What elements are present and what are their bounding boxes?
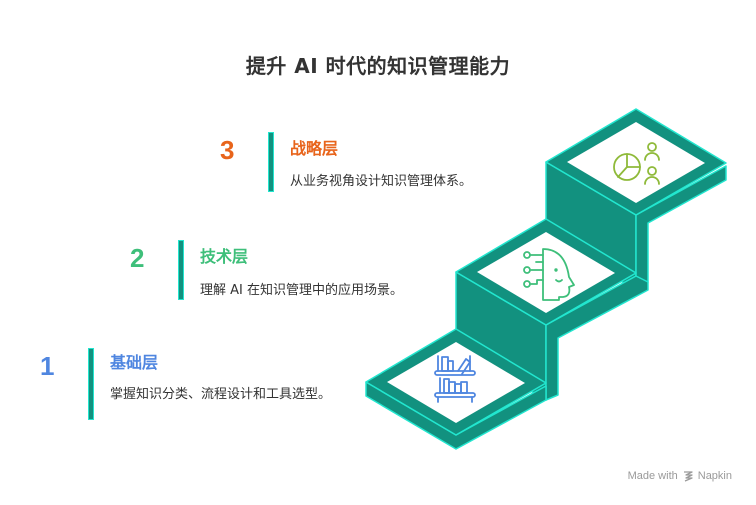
level-description: 掌握知识分类、流程设计和工具选型。 [110, 387, 332, 402]
level-name: 战略层 [290, 139, 339, 158]
napkin-logo-icon [683, 471, 693, 482]
made-with-napkin-badge[interactable]: Made with Napkin [628, 470, 732, 482]
ai-head-circuit-icon [523, 248, 575, 301]
level-description: 从业务视角设计知识管理体系。 [290, 174, 473, 189]
made-with-label: Made with [627, 470, 678, 482]
bookshelf-icon [434, 355, 476, 403]
page-title: 提升 AI 时代的知识管理能力 [245, 54, 511, 78]
level-description: 理解 AI 在知识管理中的应用场景。 [200, 283, 403, 298]
level-divider [88, 348, 94, 420]
level-name: 技术层 [200, 247, 249, 266]
pie-chart-people-icon [613, 142, 660, 185]
level-divider [268, 132, 274, 192]
level-name: 基础层 [110, 353, 159, 372]
level-number: 3 [220, 135, 235, 165]
level-number: 2 [130, 243, 145, 273]
level-divider [178, 240, 184, 300]
level-number: 1 [40, 351, 55, 381]
napkin-brand-label: Napkin [697, 470, 732, 482]
